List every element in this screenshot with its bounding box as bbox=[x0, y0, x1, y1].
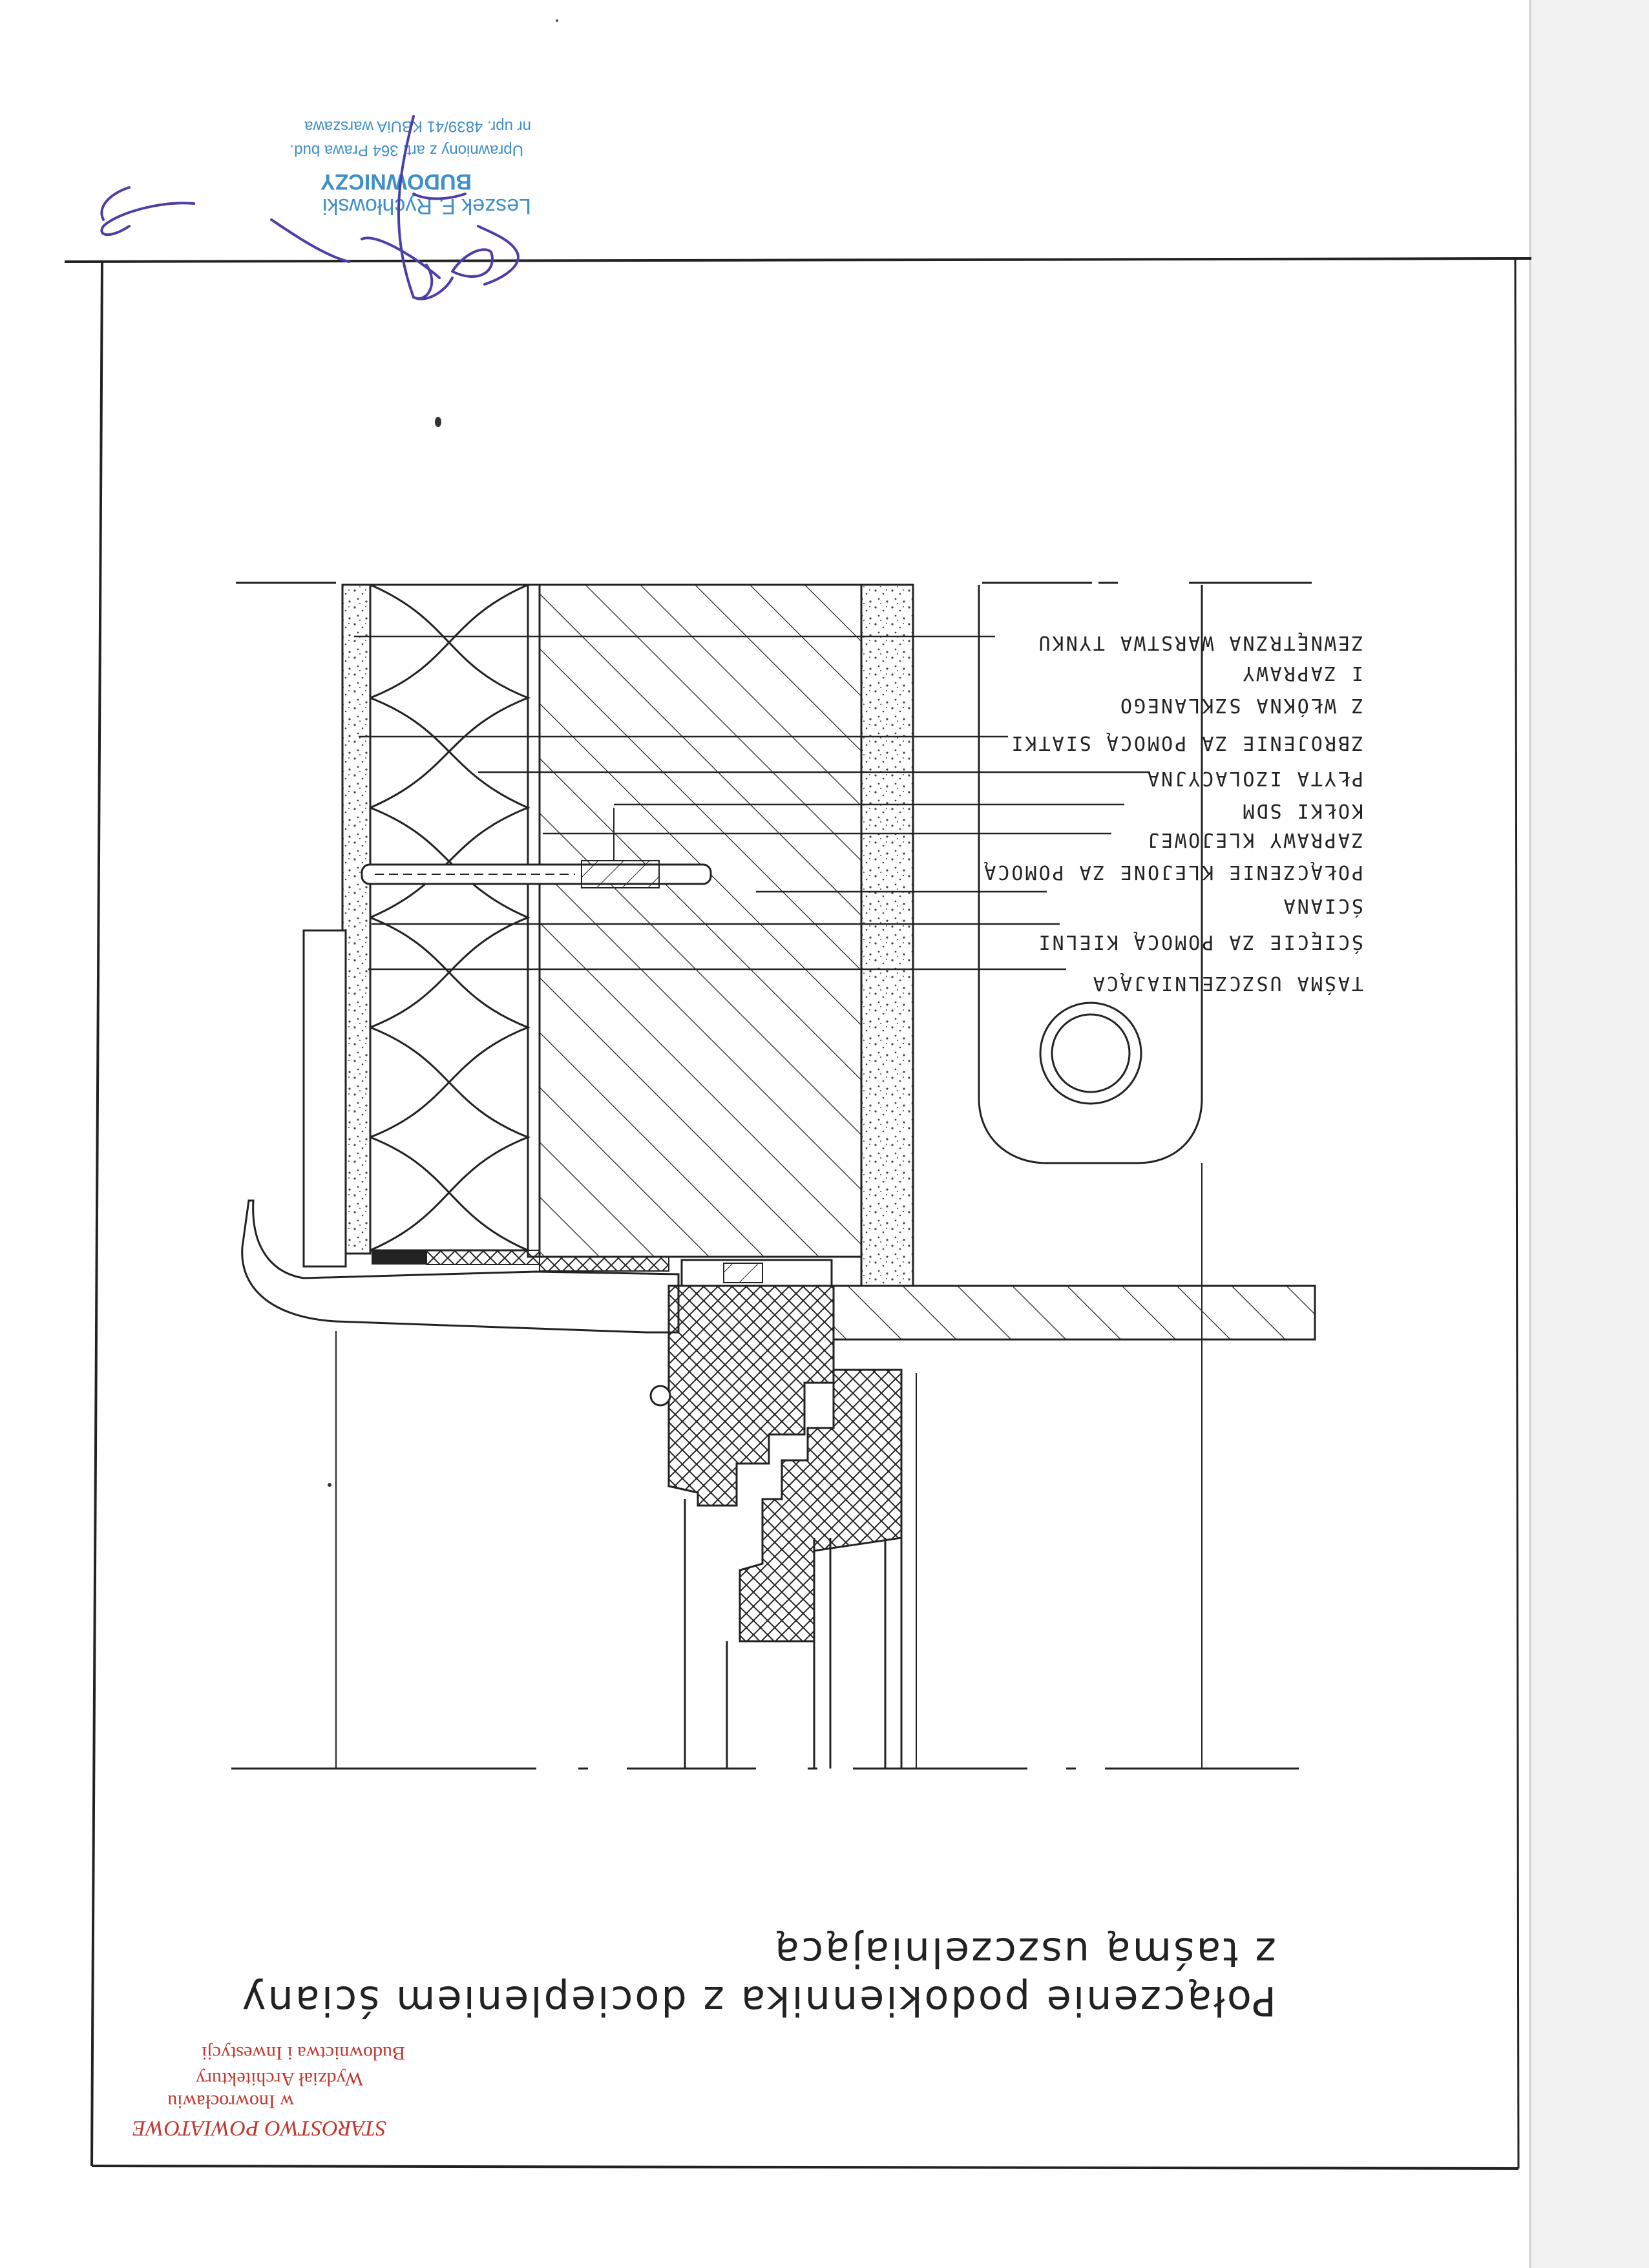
stamp-office-line-3: Wydział Architektury bbox=[196, 2068, 363, 2090]
leader-lines bbox=[354, 635, 1150, 971]
label-mesh-2: Z WŁÓKNA SZKLANEGO bbox=[1119, 694, 1363, 718]
inner-plaster-layer bbox=[860, 583, 914, 1287]
outer-render-layer bbox=[341, 583, 372, 1255]
builder-stamp: Leszek F. Rychłowski BUDOWNICZY Uprawnio… bbox=[289, 118, 531, 218]
label-anchors: KOŁKI SDM bbox=[1241, 799, 1363, 822]
sealing-tape-foam bbox=[426, 1250, 540, 1265]
title-line-2: z taśmą uszczelniającą bbox=[773, 1929, 1276, 1976]
label-insulation-board: PŁYTA IZOLACYJNA bbox=[1146, 767, 1363, 790]
label-mesh: ZBROJENIE ZA POMOCĄ SIATKI bbox=[1009, 731, 1363, 754]
stamp-builder-role: BUDOWNICZY bbox=[320, 169, 472, 194]
insulation-board bbox=[367, 583, 531, 1252]
stamp-office-line-4: Budownictwa i Inwestycji bbox=[202, 2042, 405, 2064]
label-wall: ŚCIANA bbox=[1282, 894, 1363, 918]
window-sill-flashing bbox=[241, 929, 680, 1334]
drawing-title: Połączenie podokiennika z dociepleniem ś… bbox=[240, 1929, 1276, 2024]
drawing-frame bbox=[64, 257, 1532, 2170]
stamp-builder-license-2: nr upr. 4839/41 KBUiA warszawa bbox=[304, 118, 531, 135]
label-adhesive-2: ZAPRAWY KLEJOWEJ bbox=[1146, 828, 1363, 851]
mortar-bed bbox=[539, 1256, 669, 1272]
sealing-tape bbox=[372, 1250, 426, 1265]
radiator bbox=[978, 585, 1203, 1164]
glazing bbox=[684, 1499, 903, 1769]
scan-speck bbox=[328, 1483, 331, 1487]
scan-speck bbox=[435, 417, 441, 427]
office-stamp: STAROSTWO POWIATOWE w Inowrocławiu Wydzi… bbox=[132, 2042, 405, 2140]
title-line-1: Połączenie podokiennika z dociepleniem ś… bbox=[240, 1977, 1276, 2024]
stamp-office-line-2: w Inowrocławiu bbox=[167, 2091, 294, 2112]
label-sealing-tape: TAŚMA USZCZELNIAJĄCA bbox=[1091, 972, 1363, 996]
section-detail: ZEWNĘTRZNA WARSTWA TYNKU I ZAPRAWY Z WŁÓ… bbox=[231, 582, 1363, 1770]
signature bbox=[100, 115, 520, 300]
adhesive-layer bbox=[527, 583, 541, 1258]
anchor-dowel bbox=[361, 808, 712, 888]
scan-edge-shadow bbox=[1531, 0, 1649, 2268]
wall-section bbox=[538, 583, 863, 1258]
label-trowel-cut: ŚCIĘCIE ZA POMOCĄ KIELNI bbox=[1037, 930, 1363, 954]
label-render-layer-2: I ZAPRAWY bbox=[1241, 662, 1363, 684]
label-adhesive: POŁĄCZENIE KLEJONE ZA POMOCĄ bbox=[982, 861, 1363, 883]
label-group: ZEWNĘTRZNA WARSTWA TYNKU I ZAPRAWY Z WŁÓ… bbox=[982, 631, 1363, 996]
label-render-layer: ZEWNĘTRZNA WARSTWA TYNKU bbox=[1037, 631, 1363, 654]
window-board bbox=[832, 1285, 1316, 1341]
reference-lines bbox=[335, 1163, 1203, 1769]
stamp-office-line-1: STAROSTWO POWIATOWE bbox=[132, 2116, 386, 2140]
window-frame bbox=[649, 1259, 903, 1643]
scan-speck bbox=[556, 19, 558, 22]
